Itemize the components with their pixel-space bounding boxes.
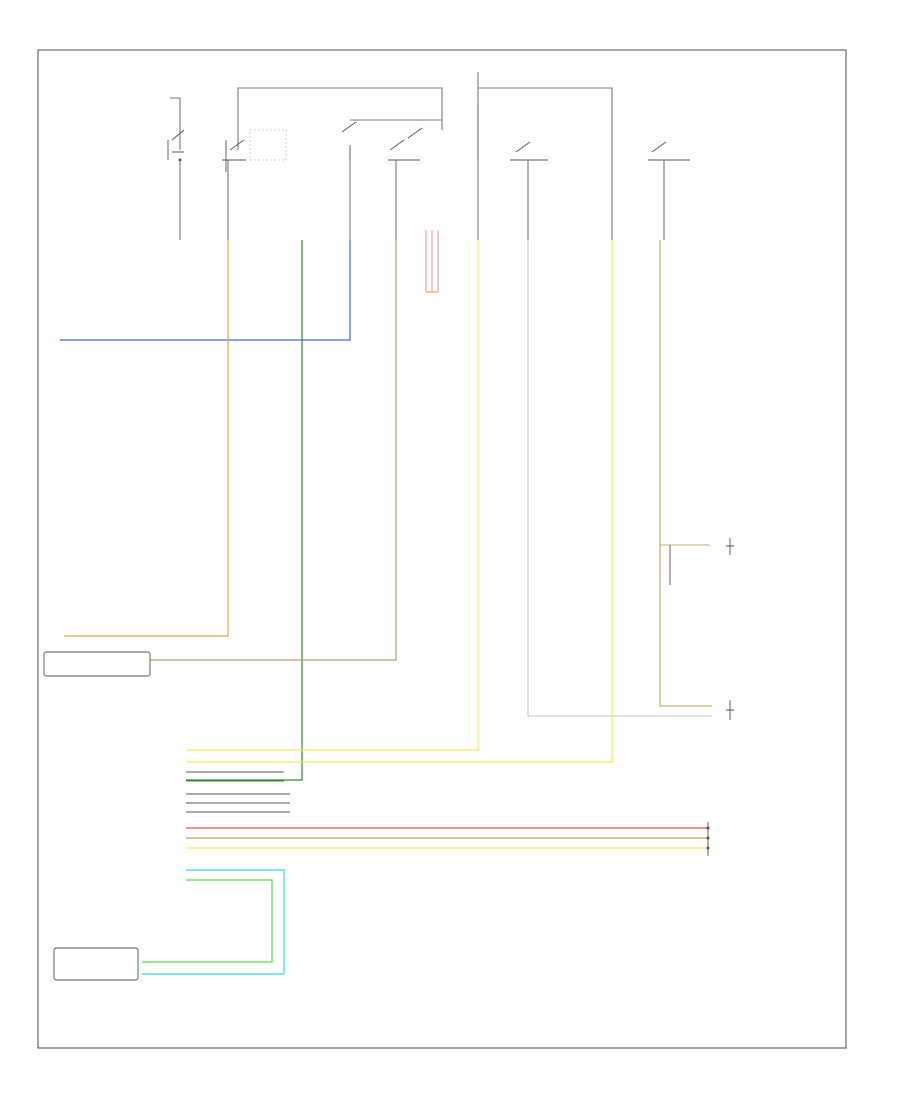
relay-group-3 xyxy=(341,121,357,240)
supply-bus xyxy=(170,72,613,150)
relay-group-1 xyxy=(167,129,185,240)
coolant-sensor xyxy=(53,947,139,981)
wire-tan-right xyxy=(659,240,712,707)
wires xyxy=(60,230,712,975)
wire-lime xyxy=(142,879,273,963)
wire-cyan xyxy=(142,869,285,975)
wire-yellow-2 xyxy=(186,240,613,763)
right-component-upper xyxy=(726,538,734,555)
relay-group-2 xyxy=(222,129,287,240)
wire-pink-bundle xyxy=(425,230,439,293)
wire-tan xyxy=(150,240,397,661)
wire-yellow-1 xyxy=(186,240,479,751)
relay-group-4 xyxy=(388,104,443,240)
right-component-lower xyxy=(726,700,734,720)
diagram-frame xyxy=(37,49,847,1049)
wire-green xyxy=(186,240,303,781)
pressure-sensor xyxy=(706,822,710,856)
wire-blue xyxy=(60,240,351,341)
wire-light-gray xyxy=(527,240,712,717)
relay-group-6 xyxy=(611,104,690,240)
relay-group-5 xyxy=(477,104,548,240)
wire-orange xyxy=(64,240,229,637)
compressor-clutch xyxy=(43,651,151,677)
